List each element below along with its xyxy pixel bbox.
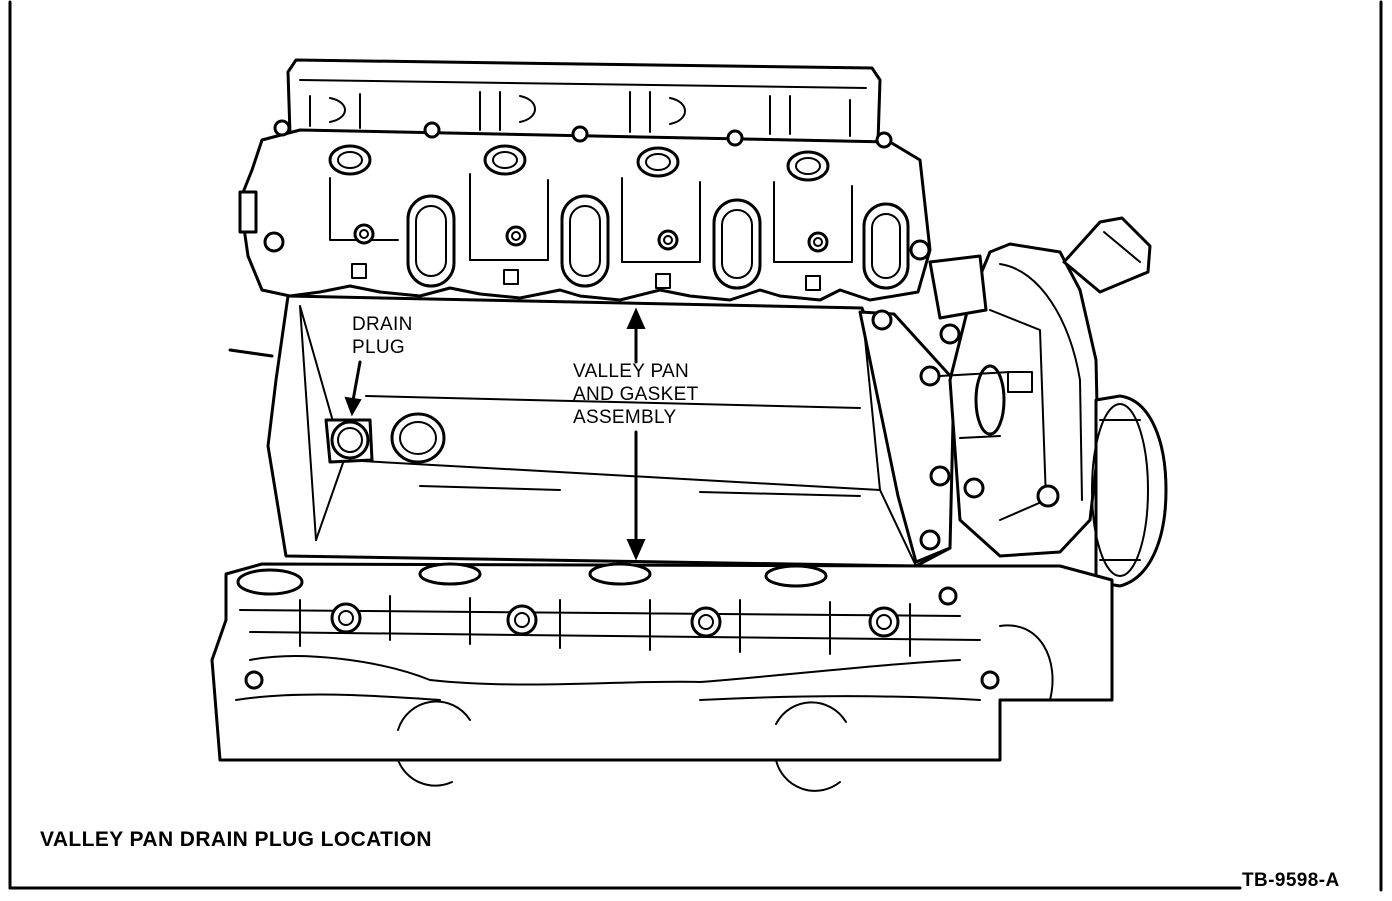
lower-cylinder-head (210, 562, 1114, 792)
crank-pulley (1091, 394, 1168, 588)
lower-head-bolts (244, 586, 1000, 690)
figure-caption: VALLEY PAN DRAIN PLUG LOCATION (40, 828, 432, 851)
page-border (8, 0, 1383, 892)
second-plug (390, 412, 446, 464)
figure-id: TB-9598-A (1242, 870, 1340, 891)
callout-arrows (344, 307, 646, 561)
front-cover (928, 216, 1152, 558)
drain-plug (324, 418, 374, 464)
intake-ports (406, 194, 910, 290)
head-bolts (263, 119, 931, 261)
left-wire (228, 348, 274, 358)
valley-pan (266, 294, 956, 568)
valley-pan-label: VALLEY PAN AND GASKET ASSEMBLY (573, 361, 699, 428)
crank-journals (397, 700, 847, 792)
exhaust-ports (236, 562, 828, 596)
upper-cylinder-head (238, 119, 932, 302)
pushrod-bosses (328, 144, 830, 182)
drain-plug-label: DRAIN PLUG (352, 314, 413, 358)
